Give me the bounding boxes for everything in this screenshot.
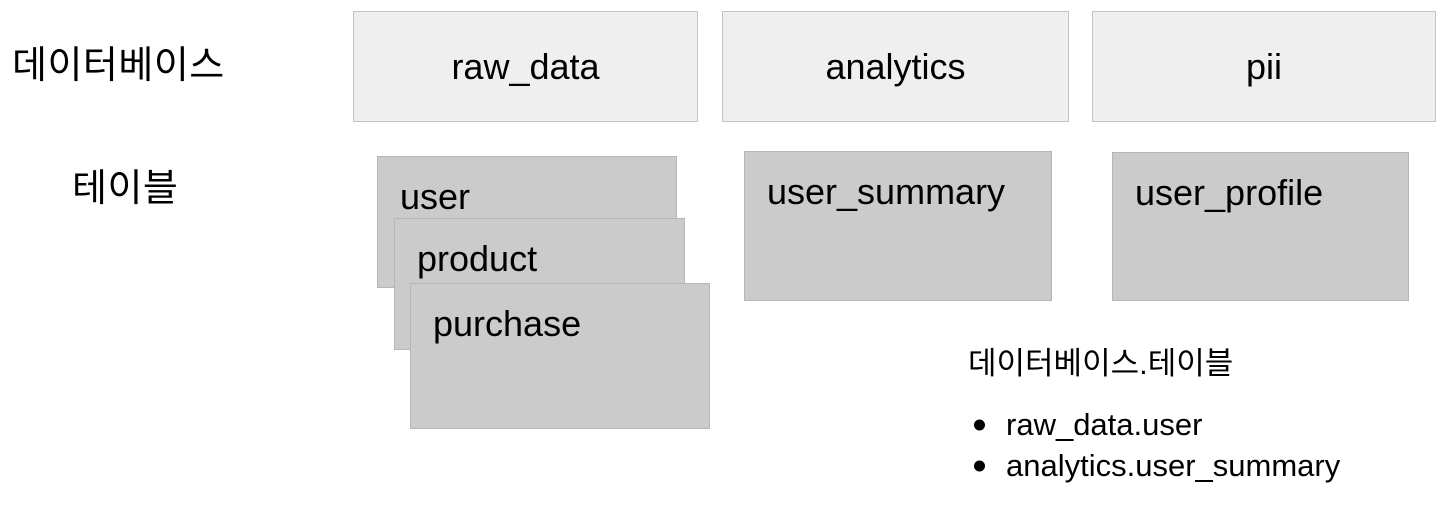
legend-item: analytics.user_summary: [968, 446, 1438, 487]
table-card-label: user_profile: [1135, 172, 1324, 213]
table-card-user-profile[interactable]: user_profile: [1112, 152, 1409, 301]
legend-item-label: raw_data.user: [1006, 407, 1203, 442]
row-label-database: 데이터베이스: [12, 45, 225, 87]
table-card-user-summary[interactable]: user_summary: [744, 151, 1052, 301]
database-box-pii[interactable]: pii: [1092, 11, 1436, 122]
legend-title: 데이터베이스.테이블: [968, 346, 1234, 381]
legend-item-label: analytics.user_summary: [1006, 447, 1341, 483]
legend-item: raw_data.user: [968, 405, 1438, 446]
table-card-purchase[interactable]: purchase: [410, 283, 710, 429]
table-card-label: purchase: [433, 303, 582, 344]
legend-list: raw_data.user analytics.user_summary: [968, 405, 1438, 486]
table-card-label: user_summary: [767, 171, 1006, 212]
table-card-label: user: [400, 176, 471, 217]
legend: 데이터베이스.테이블 raw_data.user analytics.user_…: [968, 348, 1438, 486]
bullet-icon: [974, 419, 985, 431]
database-box-analytics[interactable]: analytics: [722, 11, 1069, 122]
bullet-icon: [974, 460, 985, 472]
table-card-label: product: [417, 238, 538, 279]
database-box-raw-data[interactable]: raw_data: [353, 11, 698, 122]
row-label-table: 테이블: [72, 168, 179, 210]
